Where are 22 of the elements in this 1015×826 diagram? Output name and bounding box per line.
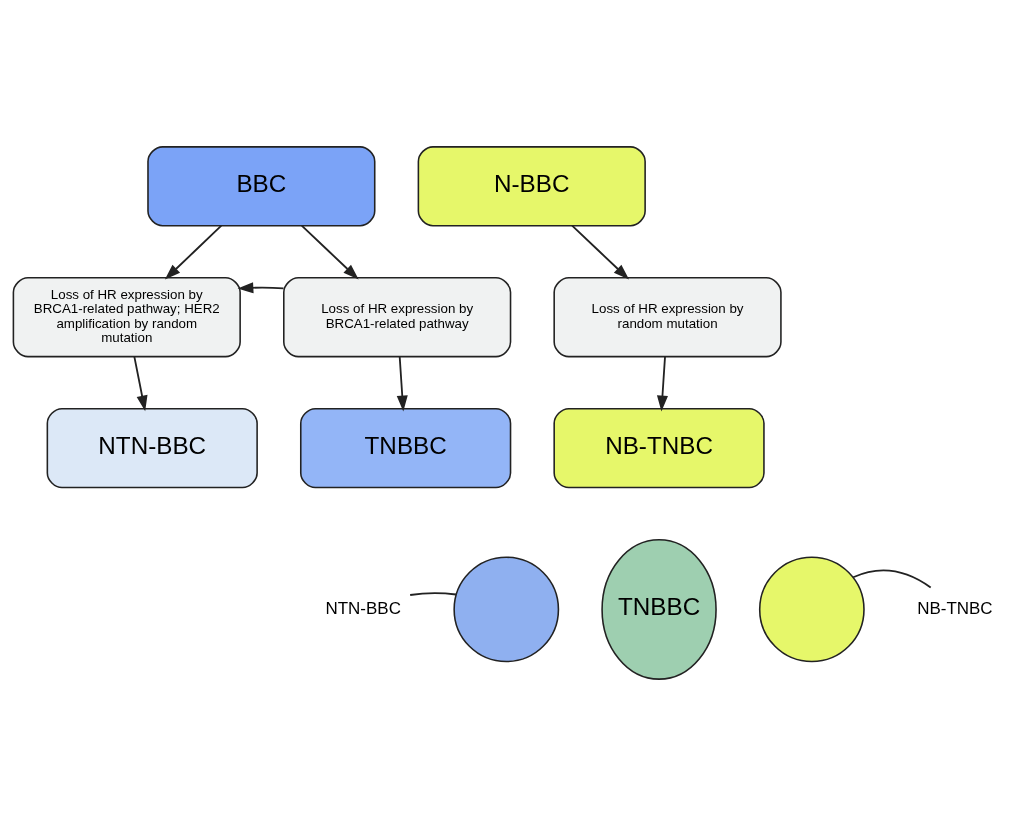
arrow <box>571 224 630 280</box>
node-box: Loss of HR expression by BRCA1-related pathway <box>283 277 512 358</box>
connector <box>409 592 457 596</box>
arrow <box>396 355 408 412</box>
node-box: Loss of HR expression by random mutation <box>553 277 782 358</box>
node-box: Loss of HR expression by BRCA1-related pathway; HER2 amplification by random mutation <box>12 277 241 358</box>
arrow <box>656 355 668 412</box>
node-box: N-BBC <box>417 146 646 227</box>
node-text: NTN-BBC <box>325 598 401 618</box>
arrow <box>133 355 148 412</box>
node-box: BBC <box>147 146 376 227</box>
node-circle <box>758 556 865 663</box>
node-circle <box>453 556 560 663</box>
node-text: NB-TNBC <box>917 598 993 618</box>
node-ellipse: TNBBC <box>601 538 717 680</box>
connector <box>852 569 932 589</box>
node-box: NTN-BBC <box>46 407 258 489</box>
node-box: NB-TNBC <box>553 407 765 489</box>
node-box: TNBBC <box>299 407 512 489</box>
arrow <box>300 224 359 280</box>
arrow <box>237 282 285 294</box>
arrow <box>164 224 223 280</box>
